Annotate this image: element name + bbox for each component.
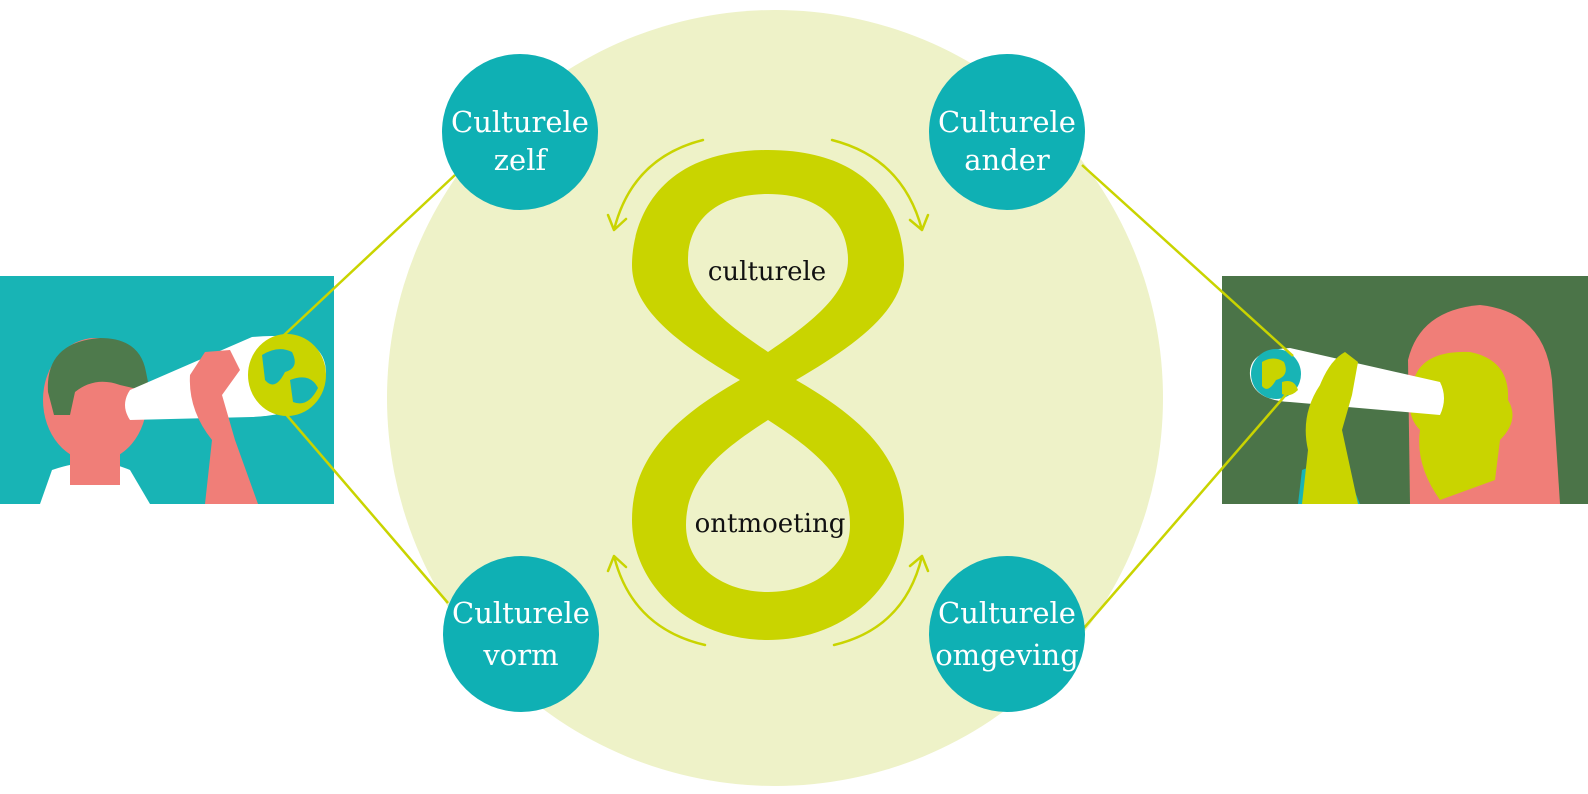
node-culturele-vorm: Culturele vorm xyxy=(443,556,599,712)
node-culturele-omgeving: Culturele omgeving xyxy=(929,556,1085,712)
node-circle xyxy=(929,54,1085,210)
node-culturele-zelf: Culturele zelf xyxy=(442,54,598,210)
node-label-line2: vorm xyxy=(482,638,558,672)
right-person-arm xyxy=(1302,352,1358,504)
node-label-line2: ander xyxy=(964,143,1050,177)
node-label-line1: Culturele xyxy=(451,105,589,139)
center-bottom-label: ontmoeting xyxy=(695,509,846,539)
arrow-top-left-icon xyxy=(606,138,705,232)
center-top-label: culturele xyxy=(708,257,826,287)
connector-bottom-right xyxy=(1083,389,1291,629)
node-circle xyxy=(442,54,598,210)
node-label-line2: omgeving xyxy=(935,638,1079,672)
arrow-top-right-icon xyxy=(830,138,930,232)
right-illustration xyxy=(1222,276,1588,504)
node-circle xyxy=(443,556,599,712)
connector-top-right xyxy=(1081,164,1294,357)
connector-top-left xyxy=(281,174,456,338)
arrow-bottom-right-icon xyxy=(832,554,930,647)
left-person-arm xyxy=(189,350,258,504)
node-label-line2: zelf xyxy=(494,143,549,177)
left-person-hair xyxy=(47,338,150,415)
left-illustration xyxy=(0,276,334,504)
node-label-line1: Culturele xyxy=(938,105,1076,139)
node-label-line1: Culturele xyxy=(452,596,590,630)
node-label-line1: Culturele xyxy=(938,596,1076,630)
connectors xyxy=(281,164,1294,629)
arrow-bottom-left-icon xyxy=(606,554,707,647)
node-circle xyxy=(929,556,1085,712)
figure-eight xyxy=(606,138,930,647)
connector-bottom-left xyxy=(283,411,449,604)
node-culturele-ander: Culturele ander xyxy=(929,54,1085,210)
figure-eight-shape xyxy=(632,150,904,640)
